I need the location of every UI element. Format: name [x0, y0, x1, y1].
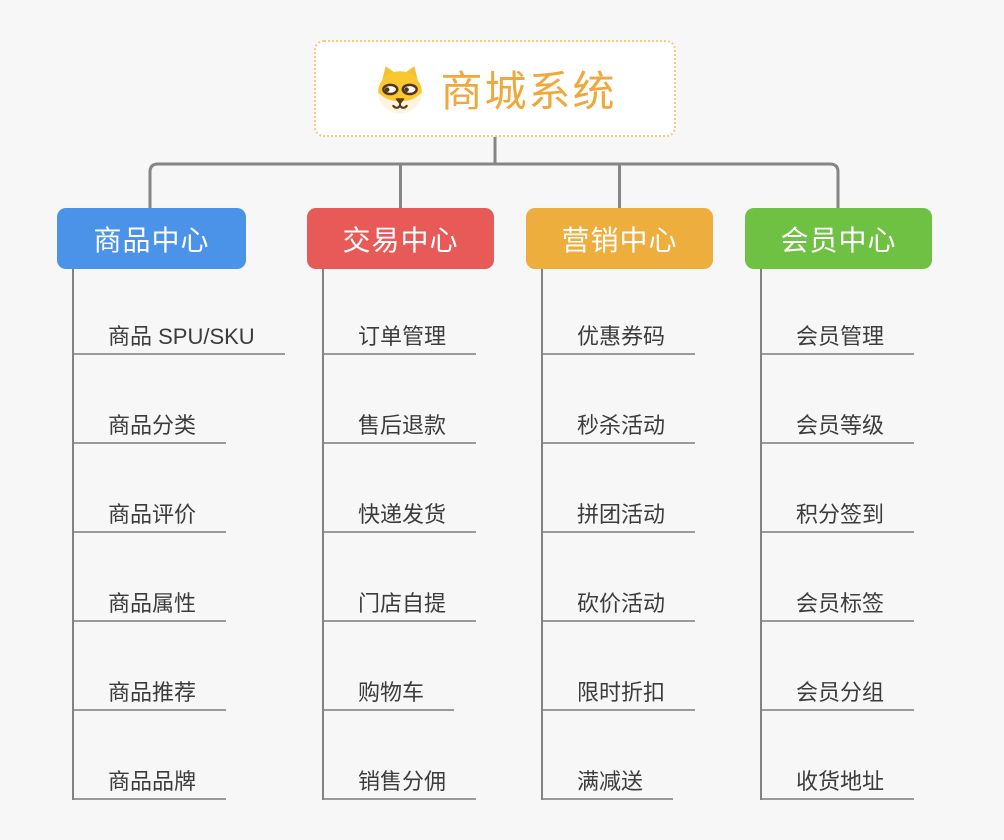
child-node[interactable]: 优惠券码	[543, 269, 696, 355]
child-node[interactable]: 售后退款	[324, 355, 477, 444]
child-node[interactable]: 会员等级	[762, 355, 915, 444]
shiba-dog-icon	[378, 65, 423, 113]
child-node[interactable]: 销售分佣	[324, 711, 477, 800]
child-node[interactable]: 商品品牌	[74, 711, 227, 800]
child-node[interactable]: 积分签到	[762, 444, 915, 533]
child-node[interactable]: 砍价活动	[543, 533, 696, 622]
child-node[interactable]: 会员标签	[762, 533, 915, 622]
branch-marketing-center[interactable]: 营销中心	[526, 208, 713, 269]
child-node[interactable]: 快递发货	[324, 444, 477, 533]
child-node[interactable]: 门店自提	[324, 533, 477, 622]
branch-trade-center[interactable]: 交易中心	[307, 208, 494, 269]
children-trade-center: 订单管理 售后退款 快递发货 门店自提 购物车 销售分佣	[322, 269, 477, 800]
children-marketing-center: 优惠券码 秒杀活动 拼团活动 砍价活动 限时折扣 满减送	[541, 269, 696, 800]
child-node[interactable]: 订单管理	[324, 269, 477, 355]
child-node[interactable]: 拼团活动	[543, 444, 696, 533]
child-node[interactable]: 购物车	[324, 622, 455, 711]
branch-label: 交易中心	[342, 224, 459, 256]
child-node[interactable]: 商品 SPU/SKU	[74, 269, 285, 355]
branch-label: 营销中心	[561, 224, 678, 256]
child-node[interactable]: 满减送	[543, 711, 674, 800]
children-product-center: 商品 SPU/SKU 商品分类 商品评价 商品属性 商品推荐 商品品牌	[72, 269, 285, 800]
child-node[interactable]: 商品分类	[74, 355, 227, 444]
child-node[interactable]: 秒杀活动	[543, 355, 696, 444]
child-node[interactable]: 商品推荐	[74, 622, 227, 711]
child-node[interactable]: 会员管理	[762, 269, 915, 355]
root-node-mall-system[interactable]: 商城系统	[314, 40, 676, 137]
branch-product-center[interactable]: 商品中心	[57, 208, 246, 269]
branch-label: 会员中心	[780, 224, 897, 256]
branch-member-center[interactable]: 会员中心	[745, 208, 932, 269]
branch-label: 商品中心	[93, 224, 210, 256]
child-node[interactable]: 商品属性	[74, 533, 227, 622]
child-node[interactable]: 会员分组	[762, 622, 915, 711]
children-member-center: 会员管理 会员等级 积分签到 会员标签 会员分组 收货地址	[760, 269, 915, 800]
child-node[interactable]: 商品评价	[74, 444, 227, 533]
child-node[interactable]: 收货地址	[762, 711, 915, 800]
root-title: 商城系统	[440, 68, 617, 115]
child-node[interactable]: 限时折扣	[543, 622, 696, 711]
